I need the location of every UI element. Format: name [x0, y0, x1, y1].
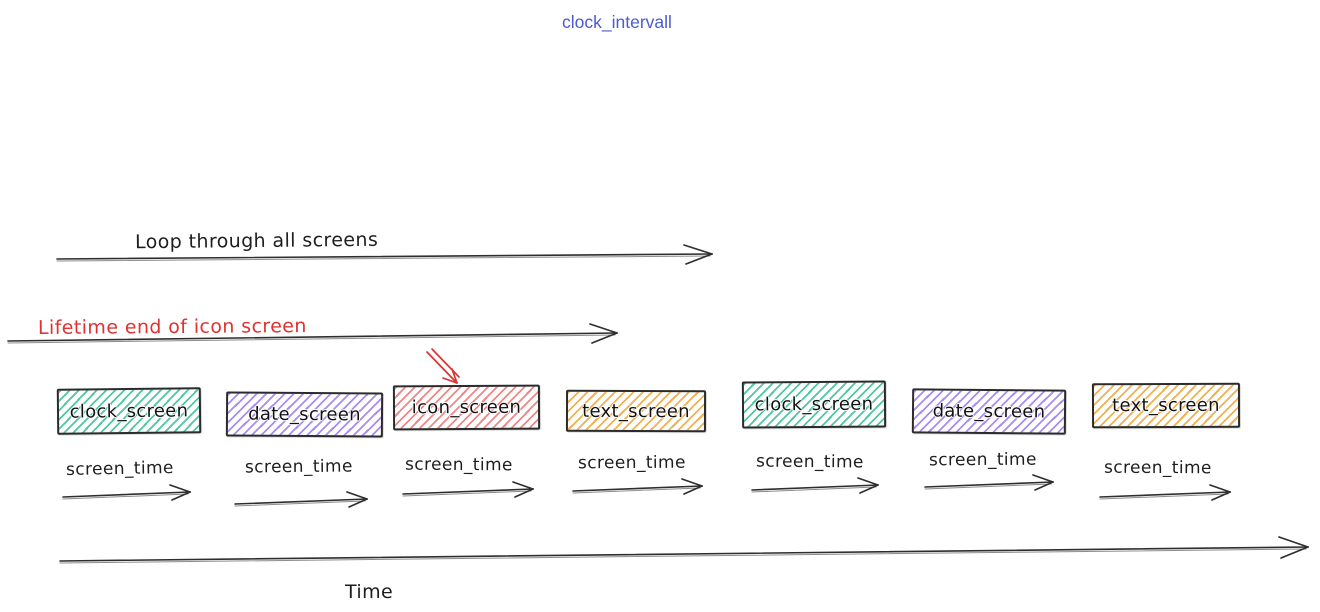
time-axis-arrow [59, 536, 1309, 564]
screen-time-arrow-4 [572, 478, 703, 495]
screen-box-label: icon_screen [411, 396, 522, 419]
screen-box-label: date_screen [248, 403, 361, 426]
screen-box-icon[interactable]: icon_screen [392, 384, 541, 431]
icon-pointer-arrow [426, 348, 460, 384]
loop-arrow-label: Loop through all screens [134, 228, 379, 254]
screen-time-arrow-2 [234, 491, 368, 508]
screen-box-label: date_screen [932, 400, 1046, 423]
screen-box-text-1[interactable]: text_screen [565, 389, 707, 433]
screen-box-label: text_screen [1112, 394, 1220, 417]
screen-time-label-4: screen_time [577, 452, 686, 474]
screen-box-date-2[interactable]: date_screen [911, 388, 1067, 435]
lifetime-arrow-label: Lifetime end of icon screen [37, 315, 307, 339]
screen-box-label: clock_screen [754, 393, 874, 416]
screen-time-label-2: screen_time [244, 456, 353, 478]
screen-box-label: text_screen [582, 400, 690, 422]
screen-box-date-1[interactable]: date_screen [225, 391, 384, 438]
time-axis-label: Time [345, 581, 394, 603]
screen-time-label-6: screen_time [928, 449, 1037, 471]
screen-time-arrow-1 [62, 484, 191, 501]
screen-box-clock-2[interactable]: clock_screen [741, 380, 887, 429]
screen-time-label-5: screen_time [755, 451, 864, 473]
screen-time-arrow-3 [402, 481, 534, 498]
screen-time-label-1: screen_time [65, 458, 174, 480]
screen-box-label: clock_screen [69, 399, 189, 423]
diagram-title: clock_intervall [562, 12, 672, 32]
screen-box-text-2[interactable]: text_screen [1091, 382, 1241, 429]
screen-box-clock-1[interactable]: clock_screen [56, 387, 202, 435]
screen-time-label-7: screen_time [1103, 457, 1212, 479]
screen-time-label-3: screen_time [404, 454, 513, 476]
screen-time-arrow-7 [1099, 484, 1231, 501]
screen-time-arrow-5 [751, 477, 879, 494]
screen-time-arrow-6 [924, 474, 1054, 491]
